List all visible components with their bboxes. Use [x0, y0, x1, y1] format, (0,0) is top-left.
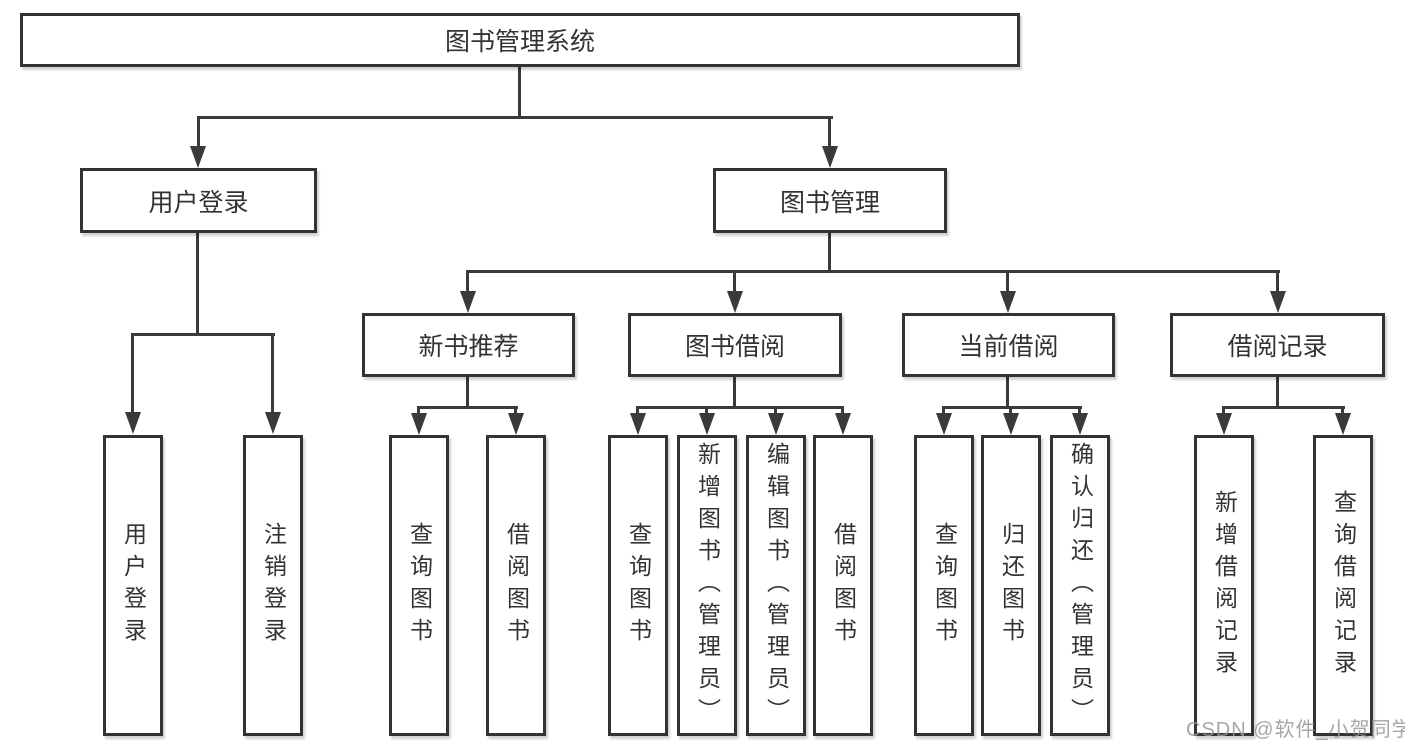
arrow-down-icon [727, 291, 743, 313]
connector-line [828, 116, 831, 148]
arrow-down-icon [768, 413, 784, 435]
connector-line [514, 406, 517, 416]
arrow-down-icon [1072, 413, 1088, 435]
node-book-management-label: 图书管理 [779, 188, 880, 217]
connector-line [733, 377, 736, 409]
arrow-down-icon [699, 413, 715, 435]
connector-line [466, 270, 469, 294]
connector-line [1222, 406, 1225, 416]
arrow-down-icon [460, 291, 476, 313]
leaf-borrow-books-newbooks-label: 借阅图书 [503, 521, 530, 650]
arrow-down-icon [835, 413, 851, 435]
arrow-down-icon [1335, 413, 1351, 435]
leaf-add-books-admin: 新增图书（管理员） [677, 435, 737, 736]
node-current-borrowing-label: 当前借阅 [958, 333, 1059, 361]
node-book-borrowing-label: 图书借阅 [684, 333, 785, 361]
arrow-down-icon [411, 413, 427, 435]
connector-line [466, 270, 1280, 273]
connector-line [942, 406, 1082, 409]
arrow-down-icon [1000, 291, 1016, 313]
arrow-down-icon [630, 413, 646, 435]
connector-line [197, 116, 200, 148]
leaf-query-books-current: 查询图书 [914, 435, 974, 736]
arrow-down-icon [936, 413, 952, 435]
leaf-query-books-current-label: 查询图书 [931, 521, 958, 650]
leaf-confirm-return-admin-label: 确认归还（管理员） [1067, 441, 1094, 730]
leaf-edit-books-admin-label: 编辑图书（管理员） [763, 441, 790, 730]
connector-line [1078, 406, 1081, 416]
leaf-edit-books-admin: 编辑图书（管理员） [746, 435, 806, 736]
leaf-borrow-books-newbooks: 借阅图书 [486, 435, 546, 736]
node-new-book-recommendation: 新书推荐 [362, 313, 575, 377]
connector-line [1009, 406, 1012, 416]
arrow-down-icon [822, 146, 838, 168]
node-borrow-records: 借阅记录 [1170, 313, 1385, 377]
connector-line [636, 406, 639, 416]
leaf-user-login-label: 用户登录 [120, 521, 147, 650]
connector-line [131, 333, 134, 414]
leaf-borrow-books-borrowing-label: 借阅图书 [830, 521, 857, 650]
leaf-return-books: 归还图书 [981, 435, 1041, 736]
leaf-query-borrow-record-label: 查询借阅记录 [1330, 489, 1357, 682]
leaf-add-books-admin-label: 新增图书（管理员） [694, 441, 721, 730]
arrow-down-icon [508, 413, 524, 435]
leaf-query-books-newbooks-label: 查询图书 [406, 521, 433, 650]
connector-line [828, 233, 831, 273]
leaf-add-borrow-record-label: 新增借阅记录 [1211, 489, 1238, 682]
node-book-borrowing: 图书借阅 [628, 313, 842, 377]
arrow-down-icon [1003, 413, 1019, 435]
node-current-borrowing: 当前借阅 [902, 313, 1115, 377]
arrow-down-icon [1270, 291, 1286, 313]
node-library-system-label: 图书管理系统 [444, 28, 595, 56]
leaf-query-borrow-record: 查询借阅记录 [1313, 435, 1373, 736]
watermark: CSDN @软件_小贺同学 [1186, 719, 1405, 741]
node-new-book-recommendation-label: 新书推荐 [418, 333, 519, 361]
leaf-query-books-borrowing: 查询图书 [608, 435, 668, 736]
connector-line [733, 270, 736, 294]
connector-line [636, 406, 844, 409]
connector-line [131, 333, 275, 336]
connector-line [466, 377, 469, 409]
connector-line [1006, 377, 1009, 409]
connector-line [1006, 270, 1009, 294]
node-library-system: 图书管理系统 [20, 13, 1020, 67]
connector-line [1276, 377, 1279, 409]
arrow-down-icon [190, 146, 206, 168]
connector-line [271, 333, 274, 414]
leaf-user-login: 用户登录 [103, 435, 163, 736]
leaf-confirm-return-admin: 确认归还（管理员） [1050, 435, 1110, 736]
node-book-management: 图书管理 [713, 168, 947, 233]
leaf-return-books-label: 归还图书 [998, 521, 1025, 650]
arrow-down-icon [1216, 413, 1232, 435]
node-user-login-label: 用户登录 [148, 188, 249, 217]
connector-line [417, 406, 518, 409]
node-borrow-records-label: 借阅记录 [1227, 333, 1328, 361]
connector-line [774, 406, 777, 416]
connector-line [1276, 270, 1279, 294]
connector-line [417, 406, 420, 416]
leaf-query-books-newbooks: 查询图书 [389, 435, 449, 736]
connector-line [841, 406, 844, 416]
connector-line [1341, 406, 1344, 416]
connector-line [1222, 406, 1345, 409]
connector-line [197, 116, 833, 119]
leaf-logout-label: 注销登录 [260, 521, 287, 650]
leaf-logout: 注销登录 [243, 435, 303, 736]
leaf-borrow-books-borrowing: 借阅图书 [813, 435, 873, 736]
leaf-add-borrow-record: 新增借阅记录 [1194, 435, 1254, 736]
connector-line [196, 233, 199, 336]
connector-line [705, 406, 708, 416]
connector-line [942, 406, 945, 416]
arrow-down-icon [265, 412, 281, 434]
leaf-query-books-borrowing-label: 查询图书 [625, 521, 652, 650]
node-user-login: 用户登录 [80, 168, 317, 233]
arrow-down-icon [125, 412, 141, 434]
connector-line [518, 67, 521, 119]
